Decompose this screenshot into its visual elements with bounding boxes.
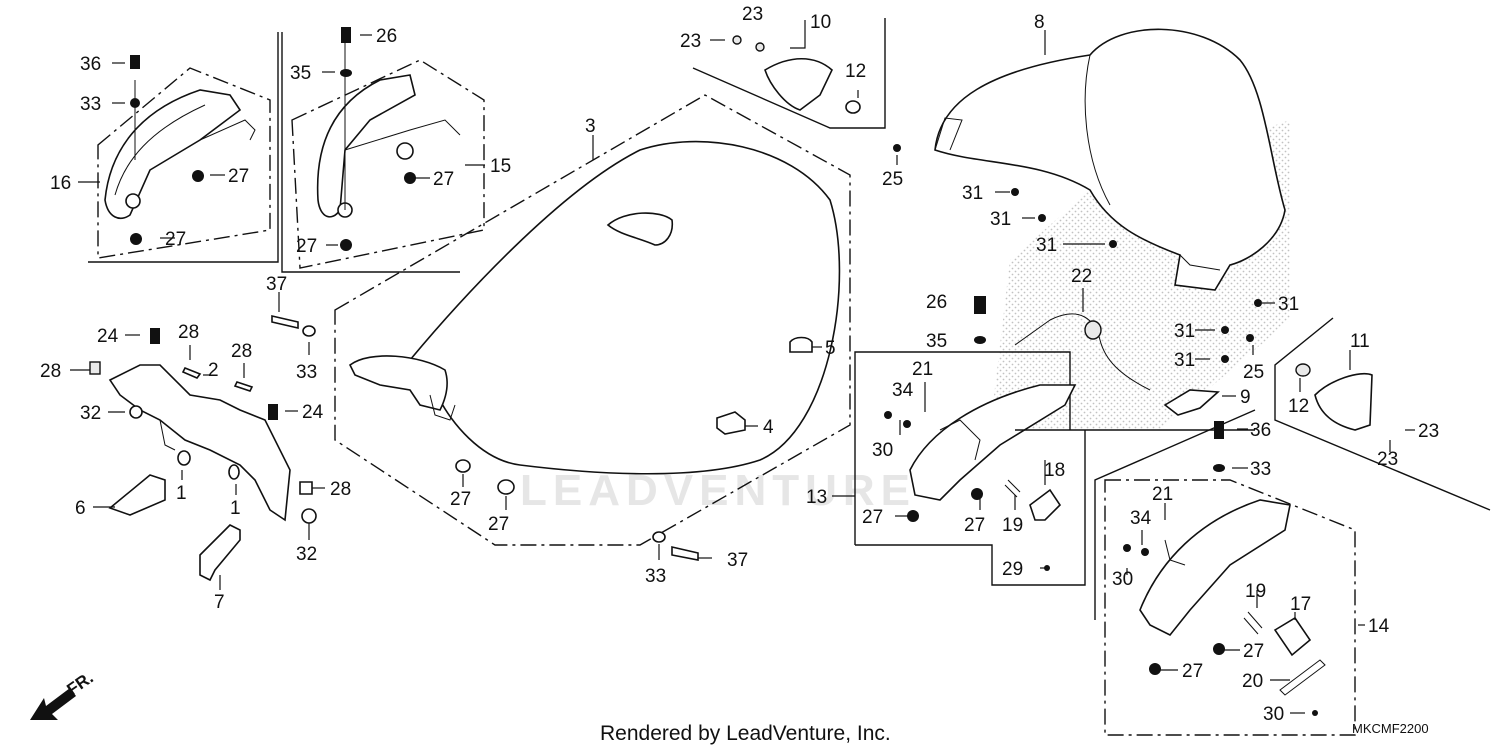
callout-13: 13 [806, 487, 827, 508]
callout-16: 16 [50, 173, 71, 194]
callout-35: 35 [290, 63, 311, 84]
diagram-code: MKCMF2200 [1352, 721, 1429, 736]
callout-12: 12 [1288, 396, 1309, 417]
callout-37: 37 [266, 274, 287, 295]
box-13 [854, 351, 1086, 586]
callout-21: 21 [912, 359, 933, 380]
callout-21: 21 [1152, 484, 1173, 505]
box-10 [692, 18, 886, 129]
callout-23: 23 [1377, 449, 1398, 470]
callout-18: 18 [1044, 460, 1065, 481]
callout-27: 27 [450, 489, 471, 510]
callout-27: 27 [964, 515, 985, 536]
callout-36: 36 [80, 54, 101, 75]
callout-28: 28 [178, 322, 199, 343]
box-11 [1274, 317, 1491, 511]
callout-20: 20 [1242, 671, 1263, 692]
callout-6: 6 [75, 498, 86, 519]
callout-26: 26 [376, 26, 397, 47]
callout-8: 8 [1034, 12, 1045, 33]
callout-25: 25 [1243, 362, 1264, 383]
callout-14: 14 [1368, 616, 1390, 637]
callout-29: 29 [1002, 559, 1023, 580]
callout-31: 31 [1174, 321, 1195, 342]
part-2-stay [89, 361, 317, 582]
callout-27: 27 [165, 229, 186, 250]
rendered-by-text: Rendered by LeadVenture, Inc. [600, 722, 891, 745]
callout-30: 30 [1263, 704, 1284, 725]
callout-19: 19 [1002, 515, 1023, 536]
front-direction-arrow: FR. [30, 668, 97, 720]
callout-28: 28 [40, 361, 61, 382]
callout-1: 1 [230, 498, 241, 519]
callout-11: 11 [1350, 331, 1370, 352]
callout-33: 33 [1250, 459, 1271, 480]
box-16 [88, 32, 279, 263]
callout-27: 27 [296, 236, 317, 257]
callout-24: 24 [97, 326, 119, 347]
callout-28: 28 [330, 479, 351, 500]
callout-23: 23 [1418, 421, 1439, 442]
box-14 [1094, 409, 1356, 736]
callout-37: 37 [727, 550, 748, 571]
callout-12: 12 [845, 61, 866, 82]
watermark-text: LEADVENTURE [520, 466, 916, 515]
part-3-seat [334, 94, 851, 546]
part-8-cowl [934, 28, 1290, 430]
callout-19: 19 [1245, 581, 1266, 602]
callout-33: 33 [296, 362, 317, 383]
callout-30: 30 [1112, 569, 1133, 590]
callout-5: 5 [825, 338, 836, 359]
seat-small-parts [271, 314, 813, 561]
callout-23: 23 [680, 31, 701, 52]
callout-27: 27 [228, 166, 249, 187]
callout-33: 33 [645, 566, 666, 587]
callout-31: 31 [990, 209, 1011, 230]
callout-33: 33 [80, 94, 101, 115]
callout-1: 1 [176, 483, 187, 504]
callout-27: 27 [1182, 661, 1203, 682]
callout-34: 34 [892, 380, 914, 401]
callout-25: 25 [882, 169, 903, 190]
callout-31: 31 [962, 183, 983, 204]
callout-31: 31 [1174, 350, 1195, 371]
callout-27: 27 [488, 514, 509, 535]
callout-4: 4 [763, 417, 774, 438]
callout-2: 2 [208, 360, 219, 381]
box-15 [281, 32, 485, 273]
callout-27: 27 [862, 507, 883, 528]
callout-28: 28 [231, 341, 252, 362]
callout-17: 17 [1290, 594, 1311, 615]
callout-23: 23 [742, 4, 763, 25]
callout-36: 36 [1250, 420, 1271, 441]
callout-24: 24 [302, 402, 324, 423]
callout-27: 27 [1243, 641, 1264, 662]
callout-32: 32 [296, 544, 317, 565]
fasteners [130, 27, 1318, 716]
callout-31: 31 [1036, 235, 1057, 256]
callout-15: 15 [490, 156, 511, 177]
callout-35: 35 [926, 331, 947, 352]
callout-9: 9 [1240, 387, 1251, 408]
callout-3: 3 [585, 116, 596, 137]
callout-26: 26 [926, 292, 947, 313]
callout-31: 31 [1278, 294, 1299, 315]
callout-7: 7 [214, 592, 225, 613]
callout-32: 32 [80, 403, 101, 424]
callout-22: 22 [1071, 266, 1092, 287]
callout-10: 10 [810, 12, 831, 33]
callout-30: 30 [872, 440, 893, 461]
callout-34: 34 [1130, 508, 1152, 529]
callout-27: 27 [433, 169, 454, 190]
callout-labels: 36 33 16 27 27 26 35 15 27 27 23 23 10 1… [40, 4, 1439, 725]
